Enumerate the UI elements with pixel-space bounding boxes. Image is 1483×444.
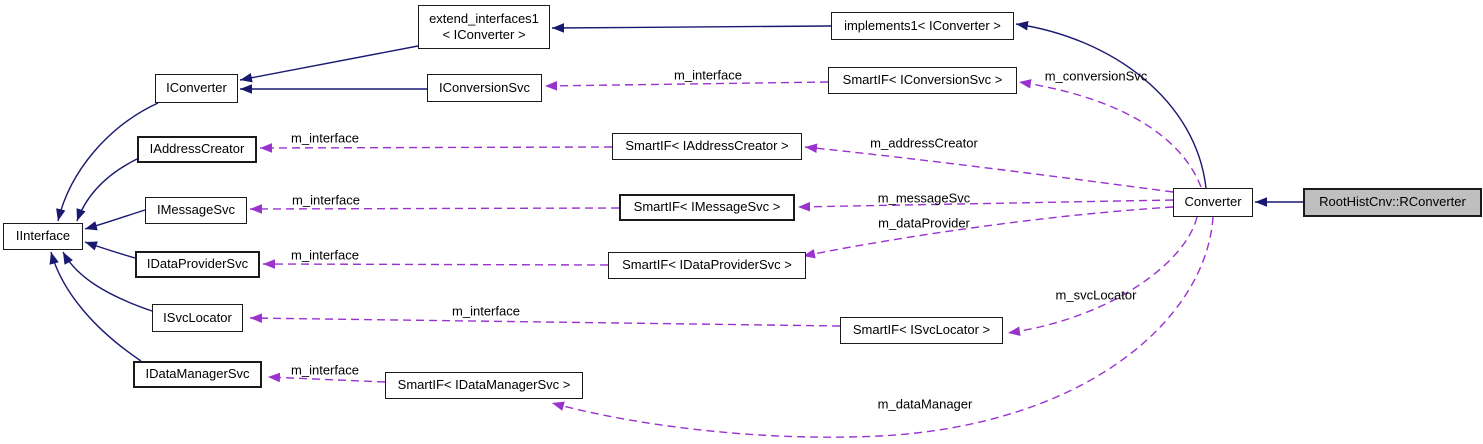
node-extend-interfaces1-label-line2: < IConverter >: [442, 27, 526, 42]
node-smartif-idatamanagersvc[interactable]: SmartIF< IDataManagerSvc >: [385, 372, 583, 399]
edge-smartif-isvclocator-to-isvclocator: [249, 313, 841, 327]
node-iinterface[interactable]: IInterface: [3, 223, 83, 250]
node-iconverter[interactable]: IConverter: [155, 74, 238, 103]
edge-label-m-svclocator: m_svcLocator: [1055, 287, 1137, 303]
node-imessagesvc-label: IMessageSvc: [156, 202, 236, 218]
node-idatamanagersvc[interactable]: IDataManagerSvc: [133, 361, 262, 388]
node-implements1-label: implements1< IConverter >: [844, 17, 1001, 33]
edge-idataprovidersvc-to-iinterface: [84, 241, 136, 259]
node-smartif-imessagesvc-label: SmartIF< IMessageSvc >: [633, 199, 781, 215]
node-isvclocator-label: ISvcLocator: [163, 309, 232, 325]
node-smartif-idataprovidersvc[interactable]: SmartIF< IDataProviderSvc >: [608, 252, 806, 279]
edge-isvclocator-to-iinterface: [62, 251, 153, 312]
node-extend-interfaces1-label-line1: extend_interfaces1: [429, 10, 539, 26]
edge-smartif-idatamanagersvc-to-idatamanagersvc: [267, 372, 386, 383]
node-smartif-idatamanagersvc-label: SmartIF< IDataManagerSvc >: [397, 377, 571, 393]
node-smartif-iaddresscreator-label: SmartIF< IAddressCreator >: [625, 138, 789, 154]
edge-label-m-interface-conversionsvc: m_interface: [674, 67, 742, 83]
edge-label-m-interface-datamanagersvc: m_interface: [291, 362, 359, 378]
edge-label-m-interface-svclocator: m_interface: [452, 303, 520, 319]
edge-implements1-to-extend-interfaces1: [551, 23, 832, 33]
edge-smartif-idataprovidersvc-to-idataprovidersvc: [262, 259, 609, 269]
edge-converter-to-smartif-idataprovidersvc: [802, 206, 1174, 259]
edge-converter-to-smartif-idatamanagersvc: [551, 216, 1214, 438]
edge-smartif-iconversionsvc-to-iconversionsvc: [544, 81, 829, 91]
edge-label-m-interface-dataprovidersvc: m_interface: [291, 247, 359, 263]
node-iaddresscreator-label: IAddressCreator: [149, 141, 245, 157]
node-roothistcnv-rconverter-label: RootHistCnv::RConverter: [1319, 194, 1466, 210]
node-converter-label: Converter: [1184, 194, 1242, 210]
edge-converter-to-smartif-imessagesvc: [797, 199, 1174, 212]
edge-label-m-interface-addresscreator: m_interface: [291, 130, 359, 146]
node-iconversionsvc-label: IConversionSvc: [438, 79, 531, 95]
edge-label-m-datamanager: m_dataManager: [877, 396, 973, 412]
edge-idatamanagersvc-to-iinterface: [49, 251, 142, 362]
node-iaddresscreator[interactable]: IAddressCreator: [137, 136, 257, 163]
node-idataprovidersvc[interactable]: IDataProviderSvc: [135, 251, 260, 278]
node-roothistcnv-rconverter: RootHistCnv::RConverter: [1303, 188, 1482, 217]
node-smartif-iconversionsvc[interactable]: SmartIF< IConversionSvc >: [828, 67, 1017, 94]
edge-converter-to-smartif-isvclocator: [1007, 216, 1198, 337]
edge-iaddresscreator-to-iinterface: [76, 158, 138, 222]
node-smartif-idataprovidersvc-label: SmartIF< IDataProviderSvc >: [622, 257, 792, 273]
node-smartif-isvclocator[interactable]: SmartIF< ISvcLocator >: [840, 317, 1003, 344]
node-idatamanagersvc-label: IDataManagerSvc: [145, 366, 250, 382]
node-smartif-isvclocator-label: SmartIF< ISvcLocator >: [852, 322, 991, 338]
edge-label-m-dataprovider: m_dataProvider: [878, 215, 970, 231]
node-iinterface-label: IInterface: [15, 228, 71, 244]
node-iconverter-label: IConverter: [166, 80, 227, 96]
node-iconversionsvc[interactable]: IConversionSvc: [427, 74, 542, 102]
node-idataprovidersvc-label: IDataProviderSvc: [146, 256, 249, 272]
edge-smartif-imessagesvc-to-imessagesvc: [249, 204, 620, 214]
node-smartif-imessagesvc[interactable]: SmartIF< IMessageSvc >: [619, 194, 795, 221]
edge-extend-interfaces1-to-iconverter: [239, 45, 419, 83]
node-smartif-iconversionsvc-label: SmartIF< IConversionSvc >: [842, 72, 1003, 88]
edge-label-m-interface-messagesvc: m_interface: [292, 192, 360, 208]
edge-label-m-messagesvc: m_messageSvc: [877, 190, 971, 206]
node-imessagesvc[interactable]: IMessageSvc: [145, 197, 247, 224]
edge-label-m-addresscreator: m_addressCreator: [870, 135, 978, 151]
edge-imessagesvc-to-iinterface: [84, 209, 146, 231]
node-extend-interfaces1[interactable]: extend_interfaces1 < IConverter >: [418, 5, 550, 49]
node-implements1[interactable]: implements1< IConverter >: [831, 12, 1014, 40]
edge-converter-to-smartif-iaddresscreator: [804, 143, 1174, 193]
node-smartif-iaddresscreator[interactable]: SmartIF< IAddressCreator >: [612, 133, 802, 160]
edge-iconverter-to-iinterface: [56, 102, 159, 222]
node-converter[interactable]: Converter: [1173, 188, 1253, 217]
edge-converter-to-implements1: [1015, 20, 1207, 189]
node-isvclocator[interactable]: ISvcLocator: [152, 304, 243, 332]
edge-label-m-conversionsvc: m_conversionSvc: [1044, 68, 1148, 84]
edge-smartif-iaddresscreator-to-iaddresscreator: [259, 143, 613, 153]
edge-converter-to-smartif-iconversionsvc: [1018, 79, 1202, 188]
